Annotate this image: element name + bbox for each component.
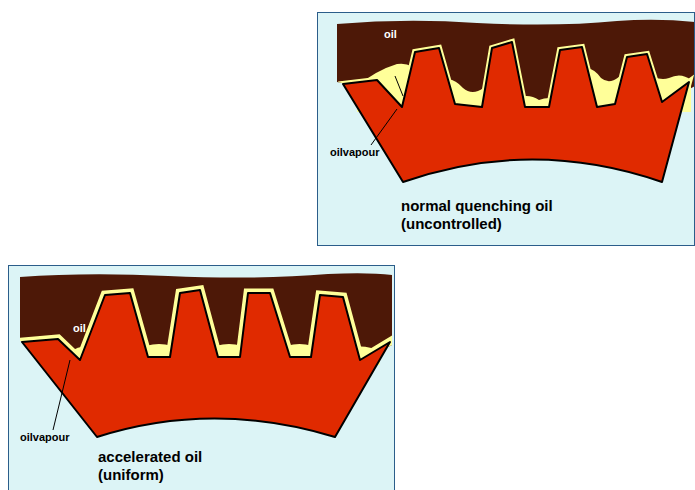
leader-line (371, 109, 397, 145)
oil-label: oil (73, 322, 86, 335)
panel-box: accelerated oil (uniform) (8, 265, 395, 490)
panel-caption: accelerated oil (uniform) (98, 448, 228, 484)
panel-caption: normal quenching oil (uncontrolled) (401, 197, 576, 233)
leader-line (395, 76, 403, 96)
vapour-film (343, 42, 689, 182)
oil-label: oil (384, 28, 397, 41)
panel-ground (317, 12, 695, 246)
vapour-label: oilvapour (330, 146, 380, 159)
leader-line (53, 360, 70, 430)
panel-accelerated-art (8, 265, 395, 490)
gear (22, 290, 390, 437)
panel-ground (8, 265, 395, 490)
panel-normal-art (317, 12, 695, 246)
vapour-label: oilvapour (20, 431, 70, 444)
panel-box: normal quenching oil (uncontrolled) (317, 12, 695, 246)
vapour-film (22, 290, 390, 437)
gear (343, 42, 689, 182)
